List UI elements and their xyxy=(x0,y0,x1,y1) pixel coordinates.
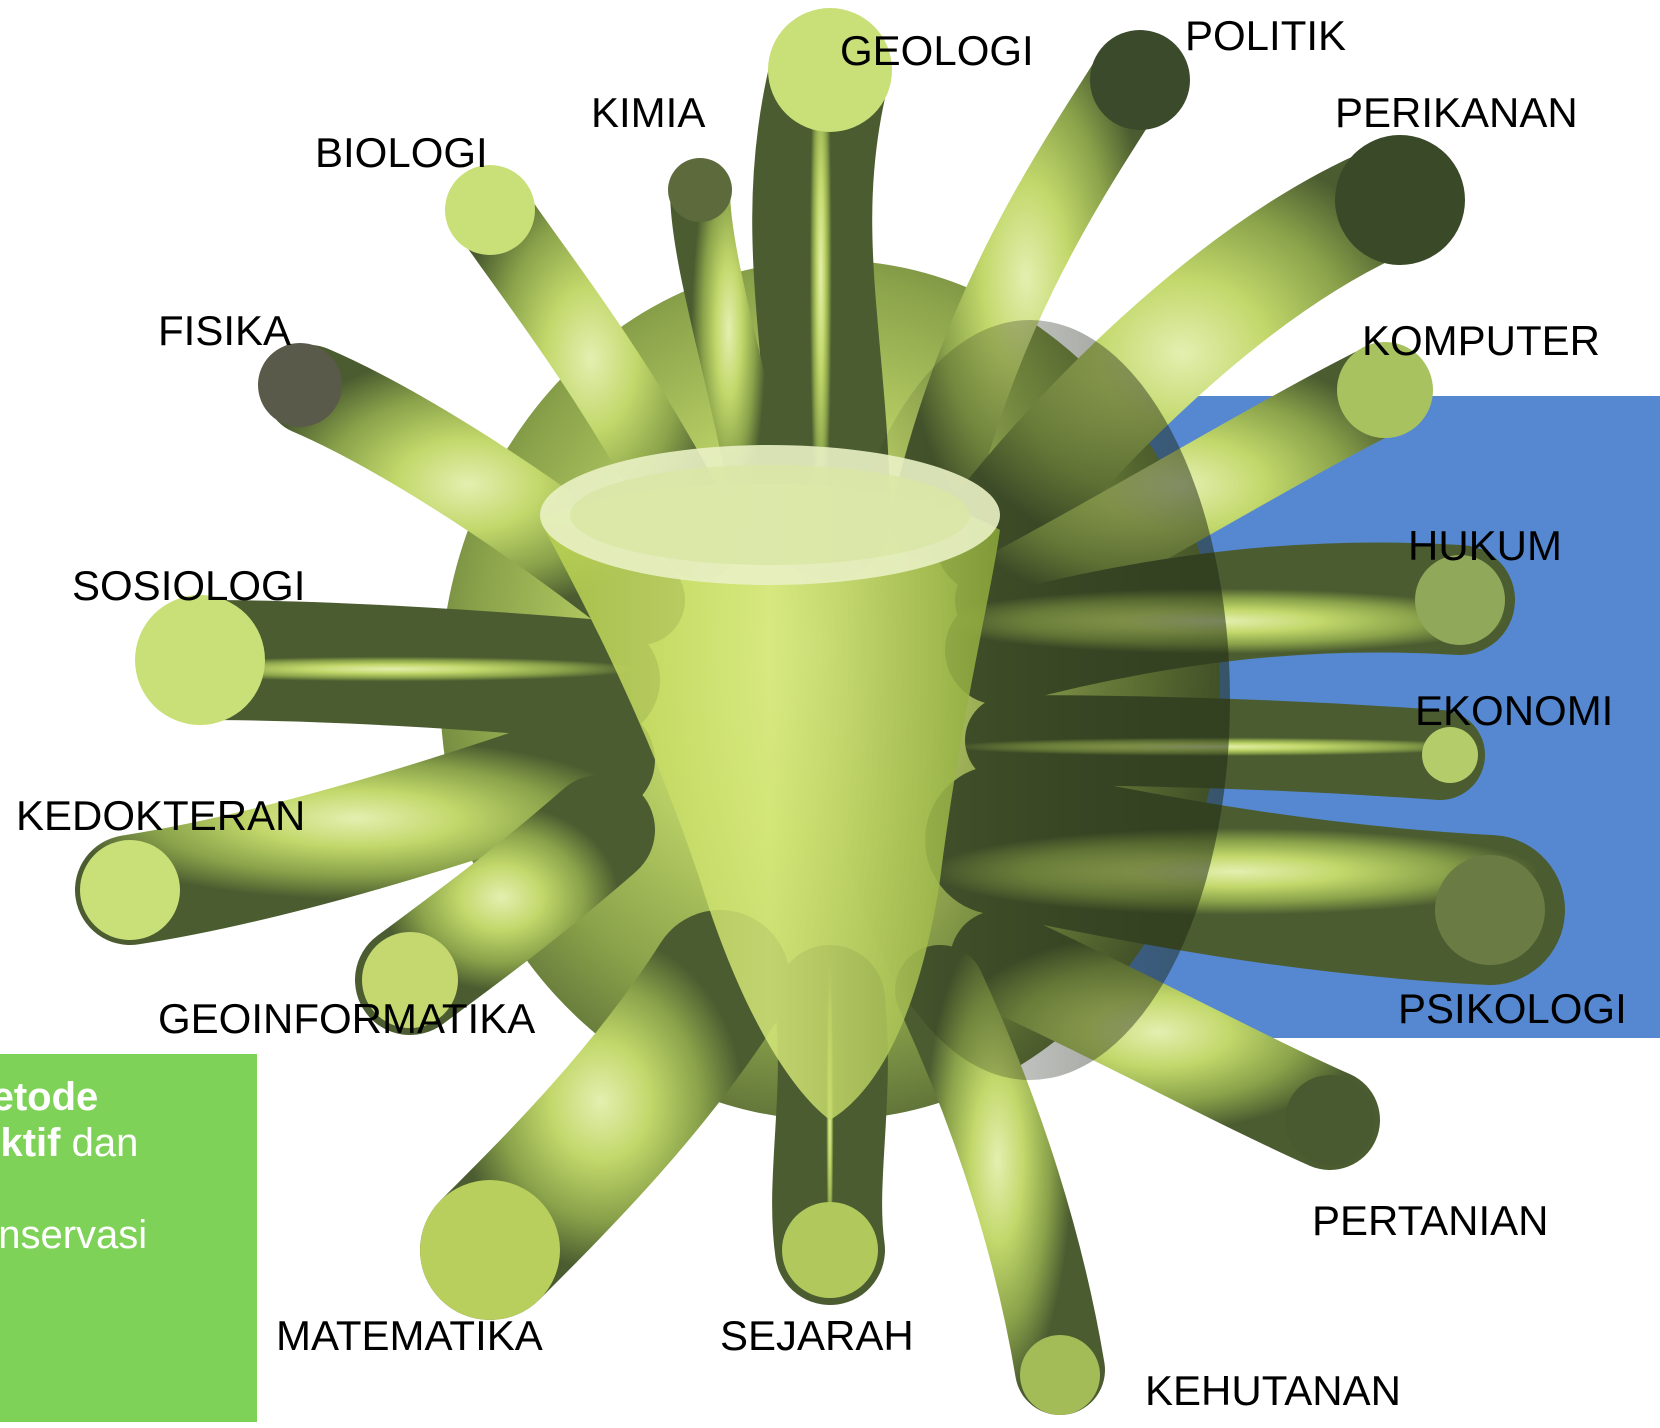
definition-box: metode yektif dan an konservasi n xyxy=(0,1054,257,1422)
definition-text: metode yektif dan an konservasi n xyxy=(0,1074,256,1304)
label-matematika: MATEMATIKA xyxy=(276,1315,543,1357)
label-fisika: FISIKA xyxy=(158,310,291,352)
label-ekonomi: EKONOMI xyxy=(1415,690,1613,732)
label-kehutanan: KEHUTANAN xyxy=(1145,1370,1401,1412)
label-perikanan: PERIKANAN xyxy=(1335,92,1578,134)
label-sejarah: SEJARAH xyxy=(720,1315,914,1357)
definition-line-4: konservasi xyxy=(0,1212,256,1258)
label-komputer: KOMPUTER xyxy=(1362,320,1600,362)
label-biologi: BIOLOGI xyxy=(315,132,488,174)
label-psikologi: PSIKOLOGI xyxy=(1398,988,1627,1030)
label-pertanian: PERTANIAN xyxy=(1312,1200,1549,1242)
definition-line-1: metode xyxy=(0,1075,98,1119)
definition-line-2-bold: yektif xyxy=(0,1121,61,1165)
definition-line-2-rest: dan xyxy=(61,1121,139,1165)
label-hukum: HUKUM xyxy=(1408,525,1562,567)
label-kedokteran: KEDOKTERAN xyxy=(16,795,305,837)
label-kimia: KIMIA xyxy=(591,92,705,134)
definition-line-3: an xyxy=(0,1166,256,1212)
label-politik: POLITIK xyxy=(1185,15,1346,57)
definition-line-5: n xyxy=(0,1258,256,1304)
label-sosiologi: SOSIOLOGI xyxy=(72,565,305,607)
label-geologi: GEOLOGI xyxy=(840,30,1034,72)
label-geoinformatika: GEOINFORMATIKA xyxy=(158,998,535,1040)
